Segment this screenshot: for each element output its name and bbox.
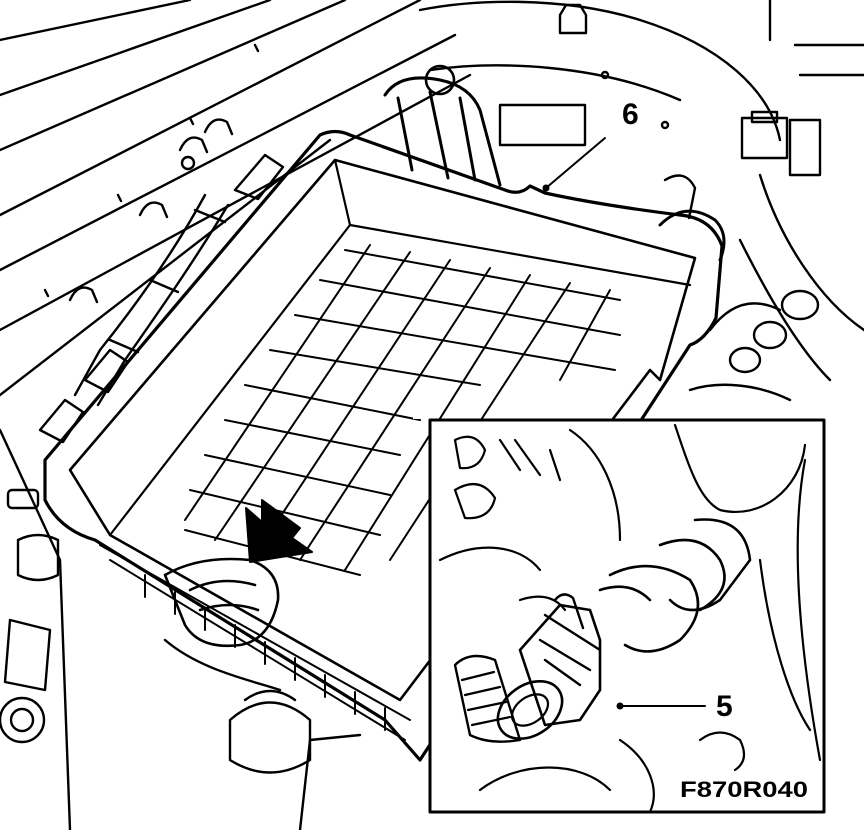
callout-label-5: 5 bbox=[716, 690, 733, 723]
front-clip bbox=[163, 557, 280, 648]
air-filter-housing bbox=[38, 64, 726, 762]
arrow-down-left-icon bbox=[245, 499, 313, 563]
figure-code: F870R040 bbox=[680, 777, 808, 802]
detail-inset: 5 F870R040 bbox=[413, 405, 826, 814]
callout-6: 6 bbox=[542, 98, 639, 192]
rim-ribs bbox=[99, 544, 411, 741]
callout-5: 5 bbox=[616, 690, 733, 723]
callout-label-6: 6 bbox=[622, 98, 639, 131]
inset-drawing bbox=[438, 423, 822, 814]
